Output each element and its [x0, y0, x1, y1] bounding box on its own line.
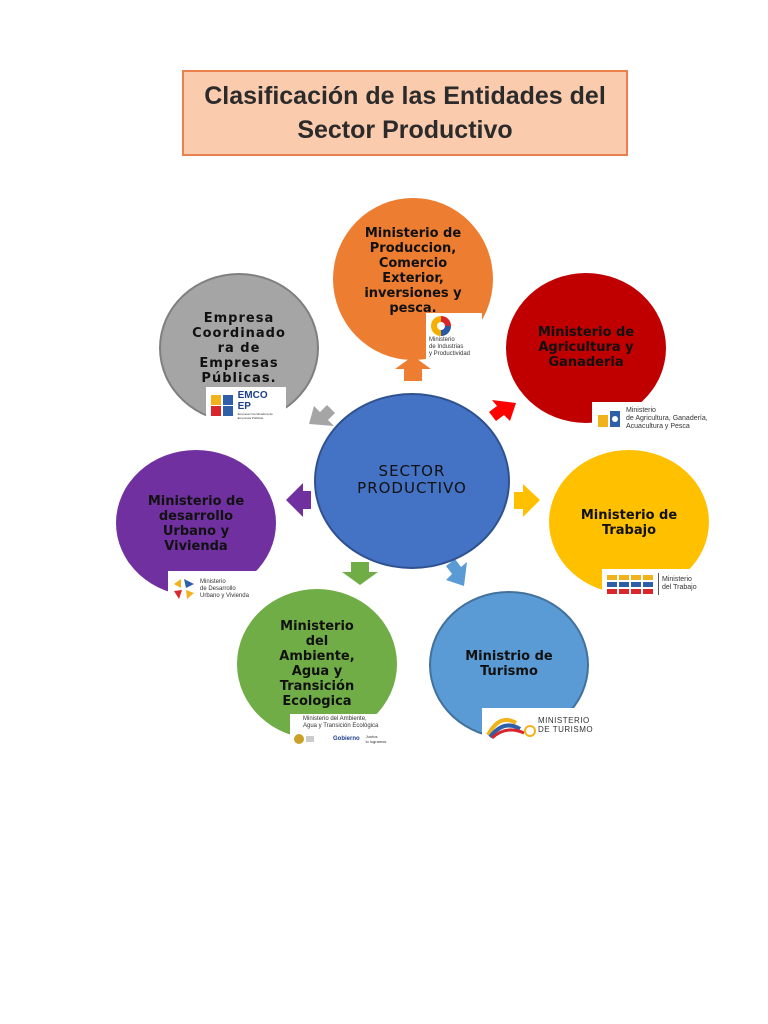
agriculture-logo-icon [598, 411, 620, 427]
arrow-upright-red [489, 400, 516, 421]
node-urbano-label: Ministerio de desarrollo Urbano y Vivien… [147, 494, 245, 554]
trabajo-dots-icon [607, 575, 653, 594]
node-ambiente-label: Ministerio del Ambiente, Agua y Transici… [279, 619, 355, 709]
node-agricultura-label: Ministerio de Agricultura y Ganaderia [537, 325, 635, 370]
ambiente-seal-icon [294, 734, 314, 744]
arrow-up-orange [395, 356, 431, 381]
center-circle: SECTOR PRODUCTIVO [314, 393, 510, 569]
logo-ambiente: Ministerio del Ambiente, Agua y Transici… [290, 714, 398, 752]
sun-icon [431, 316, 451, 336]
arrow-upleft-gray [309, 405, 335, 426]
arrow-down-green [342, 562, 378, 585]
logo-agricultura-text: Ministerio de Agricultura, Ganadería, Ac… [626, 407, 708, 430]
logo-trabajo-text: Ministerio del Trabajo [662, 576, 697, 591]
node-emco-label: Empresa Coordinado ra de Empresas Públic… [192, 311, 286, 386]
turismo-logo-icon [486, 718, 536, 739]
arrow-right-yellow [514, 484, 540, 517]
urbano-logo-icon [174, 579, 194, 599]
node-agricultura: Ministerio de Agricultura y Ganaderia [506, 273, 666, 423]
center-label: SECTOR PRODUCTIVO [357, 462, 467, 497]
logo-emco-text: EMCO EP [237, 390, 268, 412]
logo-emco-sub: Empresa Coordinadora de Empresas Pública… [237, 412, 273, 420]
logo-ambiente-text: Ministerio del Ambiente, Agua y Transici… [303, 716, 379, 729]
logo-trabajo: Ministerio del Trabajo [602, 569, 700, 599]
logo-agricultura: Ministerio de Agricultura, Ganadería, Ac… [592, 402, 726, 436]
logo-emco: EMCO EP Empresa Coordinadora de Empresas… [206, 387, 286, 423]
node-produccion-label: Ministerio de Produccion, Comercio Exter… [364, 226, 462, 316]
node-trabajo-label: Ministerio de Trabajo [580, 508, 678, 538]
arrow-left-purple [286, 483, 311, 517]
logo-ambiente-gobierno: Gobierno [333, 736, 360, 742]
logo-produccion: Ministerio de Industrias y Productividad [426, 313, 482, 361]
logo-turismo: MINISTERIO DE TURISMO [482, 708, 604, 742]
logo-produccion-text: Ministerio de Industrias y Productividad [429, 337, 471, 357]
logo-urbano-text: Ministerio de Desarrollo Urbano y Vivien… [200, 578, 249, 599]
emco-logo-icon [211, 395, 233, 416]
node-turismo-label: Ministrio de Turismo [465, 649, 553, 679]
logo-turismo-text: MINISTERIO DE TURISMO [538, 716, 594, 734]
arrow-downright-blue [446, 559, 467, 586]
title-line-2: Sector Productivo [297, 116, 513, 144]
title-line-1: Clasificación de las Entidades del [204, 82, 606, 110]
title-box: Clasificación de las Entidades del Secto… [182, 70, 628, 156]
logo-urbano: Ministerio de Desarrollo Urbano y Vivien… [168, 571, 262, 607]
logo-ambiente-juntos: Juntos lo logramos [365, 734, 387, 744]
